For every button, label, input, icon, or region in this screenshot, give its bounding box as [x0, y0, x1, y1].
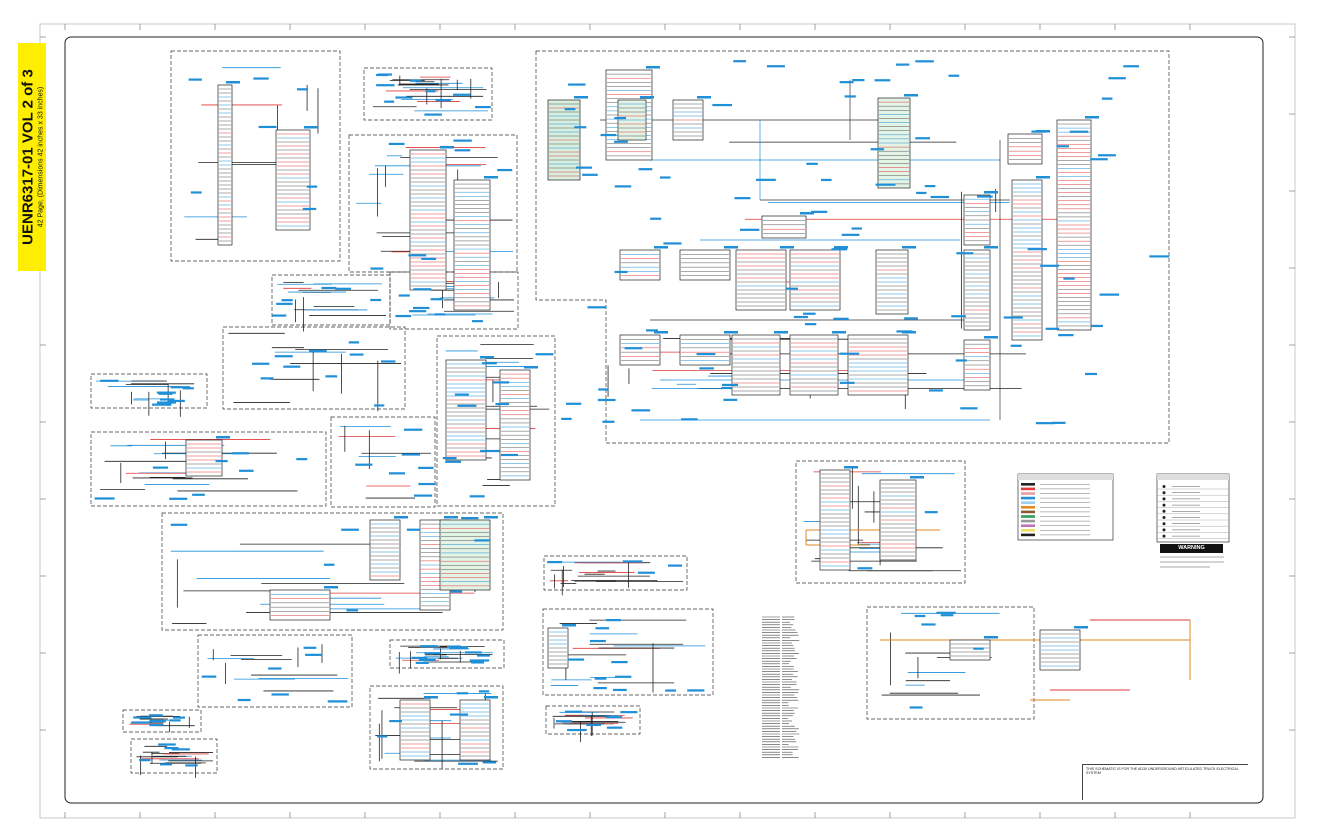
wire-list-column: [762, 616, 800, 758]
document-title-banner: [18, 43, 46, 271]
section-boxes: [90, 50, 1170, 774]
document-title-text: UENR6317-01 VOL 2 of 3: [19, 69, 37, 245]
connector-blocks: [94, 60, 1170, 767]
wiring: [96, 67, 1191, 779]
warning-label: WARNING: [1160, 544, 1223, 553]
document-subtitle: 42 Page, (Dimensions 42 inches x 33 inch…: [37, 86, 45, 228]
title-block-notice: THIS SCHEMATIC IS FOR THE AD30 UNDERGROU…: [1086, 767, 1239, 776]
symbol-legend: [1156, 473, 1230, 568]
wire-color-legend: [1017, 473, 1114, 541]
title-block: THIS SCHEMATIC IS FOR THE AD30 UNDERGROU…: [1082, 764, 1248, 800]
drawing-border: [64, 36, 1264, 804]
document-title: UENR6317-01 VOL 2 of 3 42 Page, (Dimensi…: [20, 69, 45, 245]
outer-border: [39, 23, 1296, 819]
